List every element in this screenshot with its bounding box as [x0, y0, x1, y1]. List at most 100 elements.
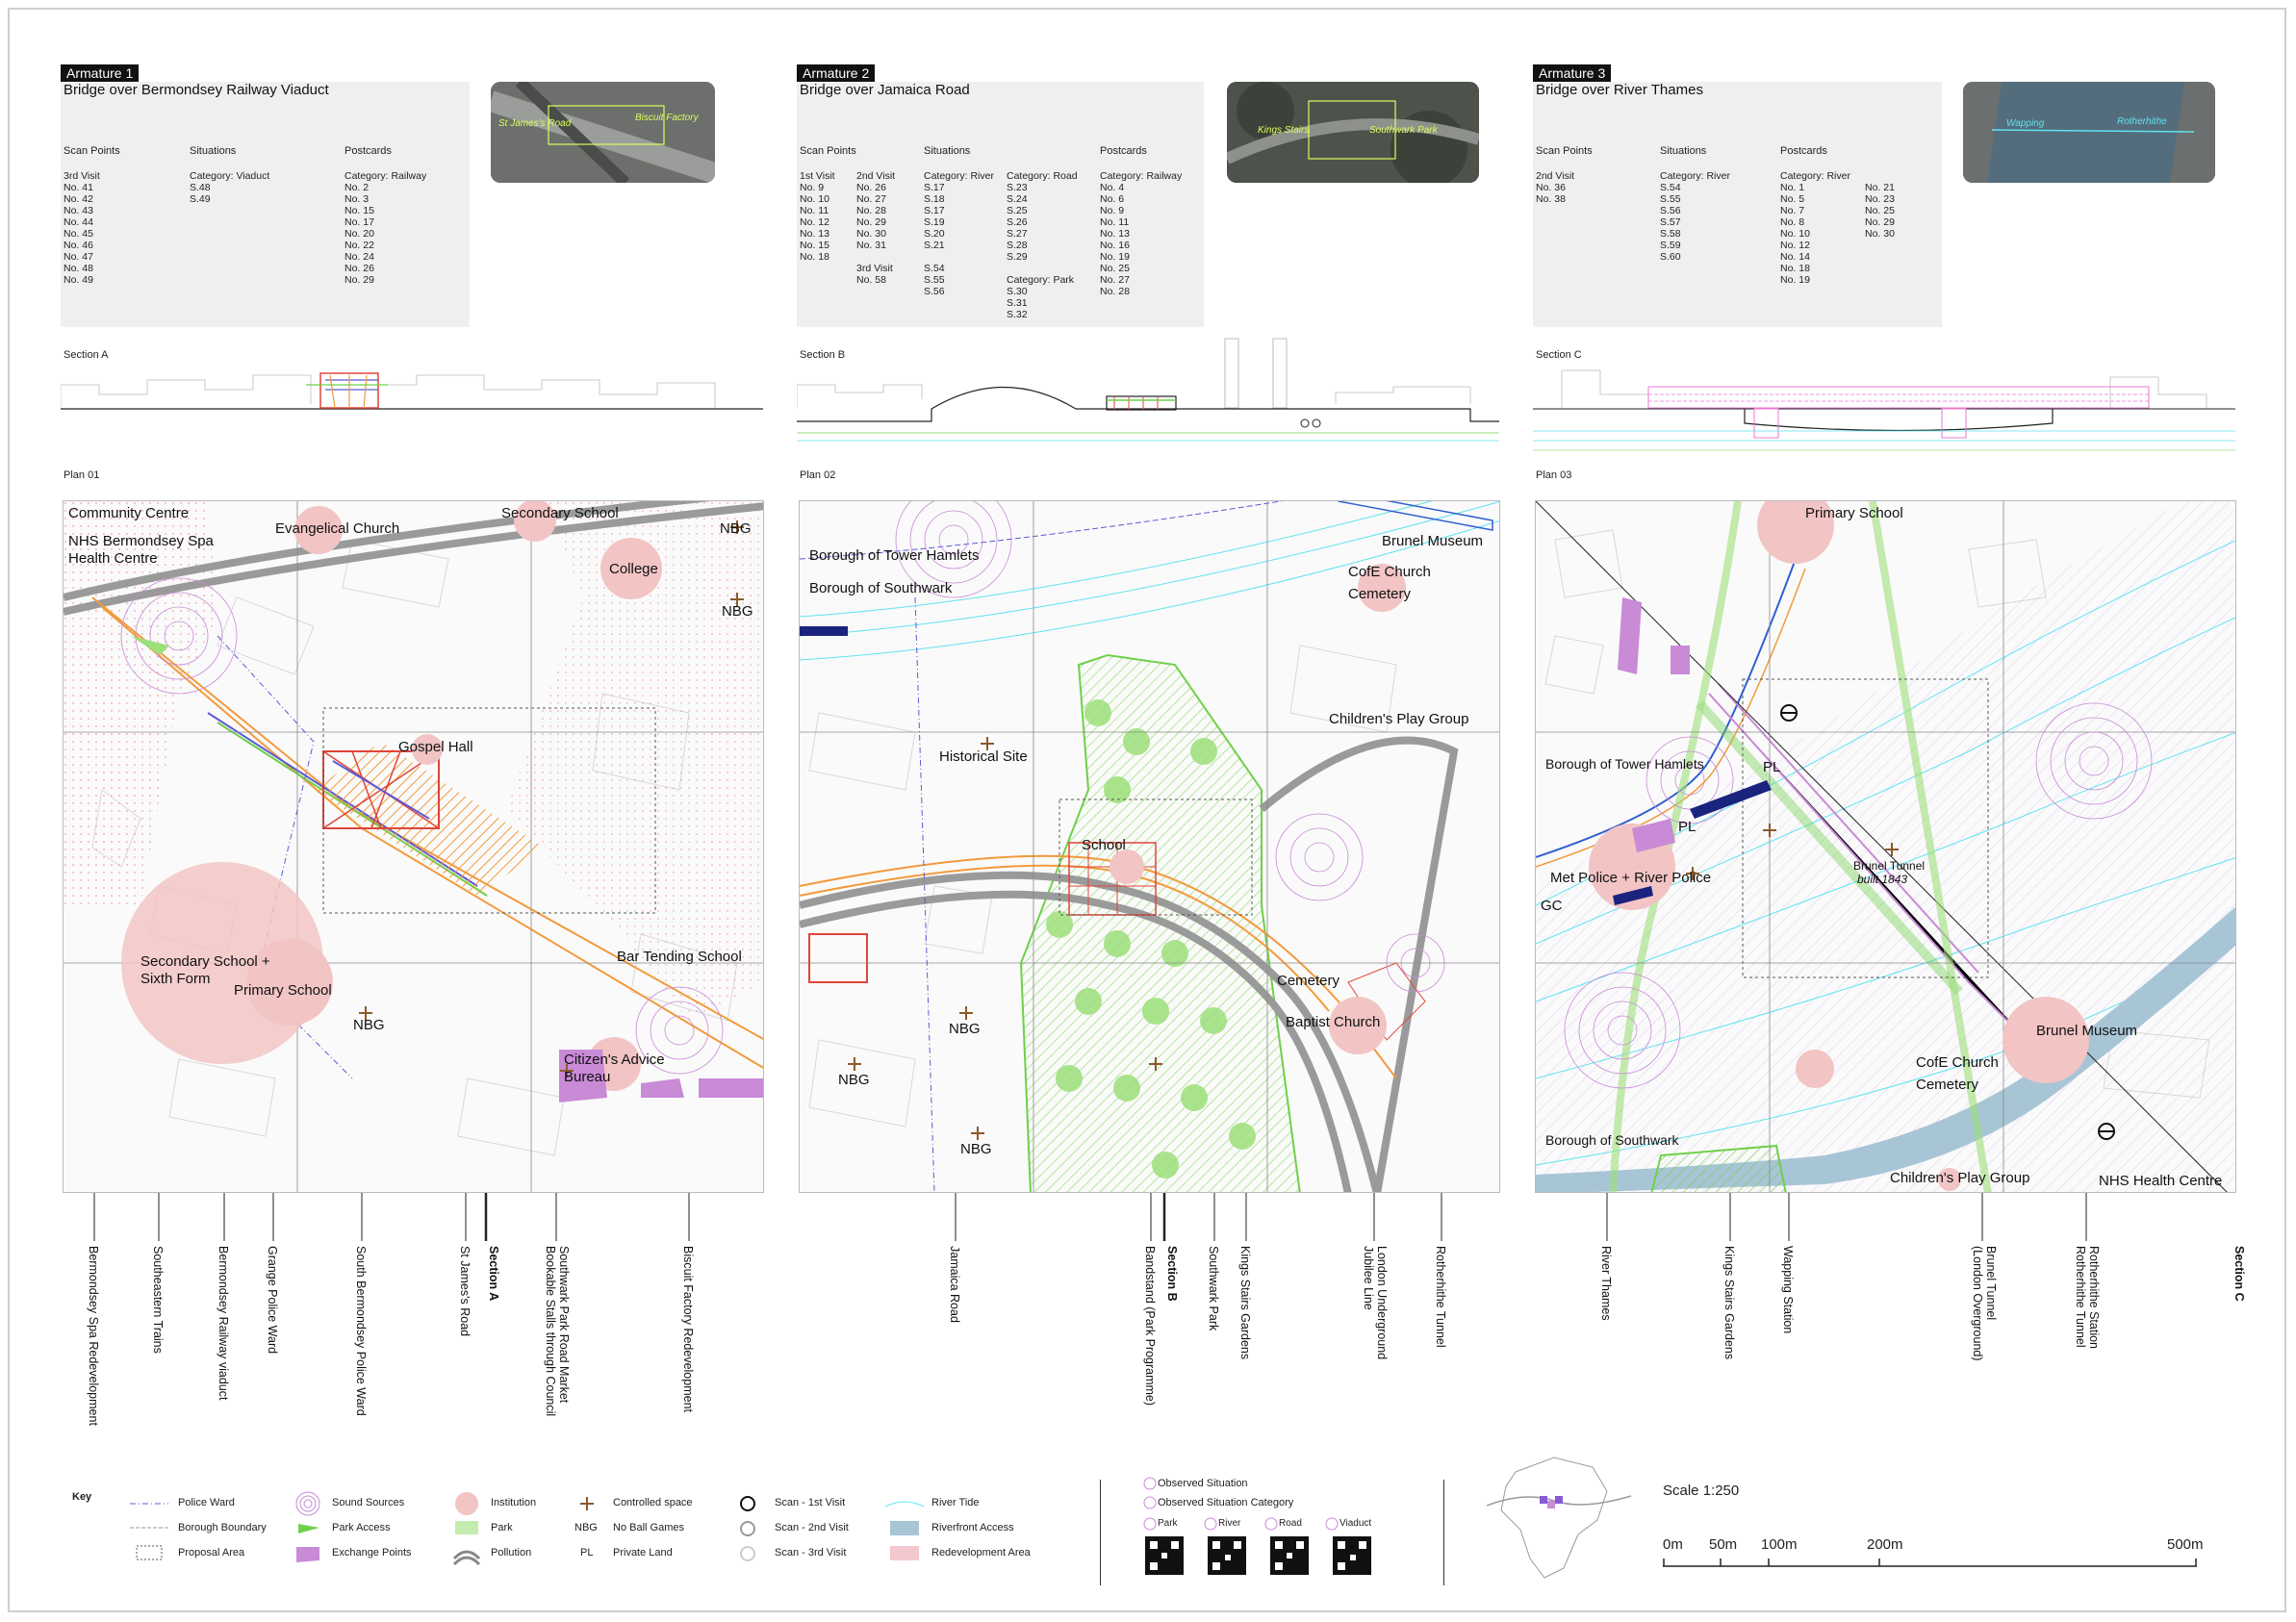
borough-label: Borough of Tower Hamlets	[809, 547, 980, 564]
photo-label: Wapping	[2006, 118, 2045, 129]
plan-03-map[interactable]: Primary School Borough of Tower Hamlets …	[1535, 500, 2236, 1193]
section-marker: Section A	[487, 1246, 500, 1302]
nbg-label: NBG	[960, 1141, 992, 1157]
qr-label: River	[1218, 1518, 1241, 1529]
place-label: Met Police + River Police	[1550, 870, 1712, 886]
place-label: built 1843	[1857, 873, 1908, 886]
place-label: Baptist Church	[1286, 1014, 1381, 1030]
divider	[1443, 1480, 1444, 1585]
scan-points-list: 2nd Visit No. 36 No. 38	[1536, 170, 1575, 205]
photo-label: Southwark Park	[1369, 125, 1438, 136]
key-item: Observed Situation	[1158, 1478, 1248, 1489]
armature-1-title: Bridge over Bermondsey Railway Viaduct	[64, 82, 329, 98]
leader-label: Brunel Tunnel (London Overground)	[1971, 1246, 1998, 1361]
qr-label: Park	[1158, 1518, 1178, 1529]
nbg-label: NBG	[949, 1021, 981, 1037]
divider	[1100, 1480, 1101, 1585]
leader-label: Southwark Park Road Market Bookable Stal…	[544, 1246, 571, 1417]
place-label: Brunel Tunnel	[1853, 859, 1926, 873]
nbg-label: NBG	[722, 603, 753, 620]
armature-3-tag: Armature 3	[1533, 64, 1612, 82]
photo-label: Kings Stairs	[1258, 125, 1310, 136]
place-label: CofE Church Cemetery	[1348, 564, 1431, 602]
key-item: Riverfront Access	[931, 1522, 1014, 1533]
plan-01-map[interactable]: Community Centre NHS Bermondsey Spa Heal…	[63, 500, 764, 1193]
key-item: River Tide	[931, 1497, 980, 1508]
plan-01-label: Plan 01	[64, 469, 100, 481]
scan-points-list: 3rd Visit No. 41 No. 42 No. 43 No. 44 No…	[64, 170, 100, 286]
section-b-drawing	[797, 338, 1499, 442]
key-item: Pollution	[491, 1547, 532, 1559]
key-item: Private Land	[613, 1547, 673, 1559]
situations-list-b: Category: Road S.23 S.24 S.25 S.26 S.27 …	[1007, 170, 1078, 320]
situations-list-a: Category: River S.17 S.18 S.17 S.19 S.20…	[924, 170, 994, 297]
place-label: College	[609, 561, 658, 577]
nbg-label: NBG	[838, 1072, 870, 1088]
key-item: Redevelopment Area	[931, 1547, 1031, 1559]
key-item: Institution	[491, 1497, 537, 1508]
key-title: Key	[72, 1491, 92, 1503]
postcards-header: Postcards	[1780, 145, 1827, 157]
section-a-label: Section A	[64, 349, 109, 361]
plan-02-map[interactable]: Borough of Tower Hamlets Borough of Sout…	[799, 500, 1500, 1193]
armature-2-title: Bridge over Jamaica Road	[800, 82, 970, 98]
key-item: No Ball Games	[613, 1522, 684, 1533]
nbg-label: NBG	[353, 1017, 385, 1033]
armature-1-panel: Armature 1 Bridge over Bermondsey Railwa…	[61, 64, 470, 327]
place-label: Secondary School	[501, 505, 619, 521]
leader-label: Wapping Station	[1781, 1246, 1795, 1334]
armature-3-panel: Armature 3 Bridge over River Thames Scan…	[1533, 64, 1942, 327]
scan-points-header: Scan Points	[800, 145, 856, 157]
armature-2-tag: Armature 2	[797, 64, 876, 82]
place-label: Brunel Museum	[2036, 1023, 2138, 1039]
section-marker: Section B	[1165, 1246, 1179, 1302]
place-label: Community Centre	[68, 505, 190, 521]
place-label: NHS Health Centre	[2099, 1173, 2223, 1189]
place-label: CofE Church Cemetery	[1916, 1054, 1999, 1093]
scale-title: Scale 1:250	[1663, 1483, 1740, 1499]
key-abbrev: PL	[580, 1547, 594, 1559]
situation-symbols	[1143, 1477, 1371, 1575]
place-label: Cemetery	[1277, 973, 1340, 989]
postcards-list-b: No. 21 No. 23 No. 25 No. 29 No. 30	[1865, 182, 1895, 240]
place-label: Secondary School + Sixth Form	[140, 953, 270, 987]
scale-tick: 200m	[1867, 1536, 1903, 1553]
place-label: Children's Play Group	[1329, 711, 1469, 727]
place-label: Historical Site	[939, 748, 1028, 765]
place-label: GC	[1541, 898, 1563, 914]
place-label: Bar Tending School	[617, 949, 742, 965]
key-item: Scan - 3rd Visit	[775, 1547, 847, 1559]
place-label: School	[1082, 837, 1126, 853]
borough-label: Borough of Tower Hamlets	[1545, 756, 1704, 772]
key-abbrev: NBG	[574, 1522, 598, 1533]
armature-3-aerial-photo: Wapping Rotherhithe	[1963, 82, 2215, 183]
section-c-drawing	[1533, 369, 2235, 451]
key-item: Scan - 2nd Visit	[775, 1522, 849, 1533]
place-label: Primary School	[234, 982, 332, 999]
qr-label: Road	[1279, 1518, 1302, 1529]
key-item: Borough Boundary	[178, 1522, 267, 1533]
photo-label: St James's Road	[498, 118, 572, 129]
photo-label: Rotherhithe	[2117, 116, 2167, 127]
situations-header: Situations	[924, 145, 971, 157]
postcards-list-a: Category: River No. 1 No. 5 No. 7 No. 8 …	[1780, 170, 1850, 286]
scan-points-list-b: 2nd Visit No. 26 No. 27 No. 28 No. 29 No…	[856, 170, 896, 286]
postcards-header: Postcards	[1100, 145, 1147, 157]
page-frame	[8, 8, 2286, 1612]
photo-label: Biscuit Factory	[635, 113, 699, 123]
situations-header: Situations	[190, 145, 237, 157]
plan-03-label: Plan 03	[1536, 469, 1572, 481]
place-label: Primary School	[1805, 505, 1903, 521]
leader-label: Grange Police Ward	[266, 1246, 279, 1355]
leader-label: River Thames	[1599, 1246, 1613, 1321]
scale-tick: 50m	[1709, 1536, 1738, 1553]
place-label: Citizen's Advice Bureau	[564, 1052, 665, 1085]
private-land-label: PL	[1678, 819, 1696, 835]
scale-tick: 0m	[1663, 1536, 1683, 1553]
leader-label: St James's Road	[458, 1246, 472, 1337]
leader-label: Bermondsey Spa Redevelopment	[87, 1246, 100, 1426]
leader-label: Bandstand (Park Programme)	[1143, 1246, 1157, 1407]
armature-2-panel: Armature 2 Bridge over Jamaica Road Scan…	[797, 64, 1204, 327]
postcards-list: Category: Railway No. 2 No. 3 No. 15 No.…	[344, 170, 427, 286]
leader-lines	[93, 1193, 2087, 1241]
